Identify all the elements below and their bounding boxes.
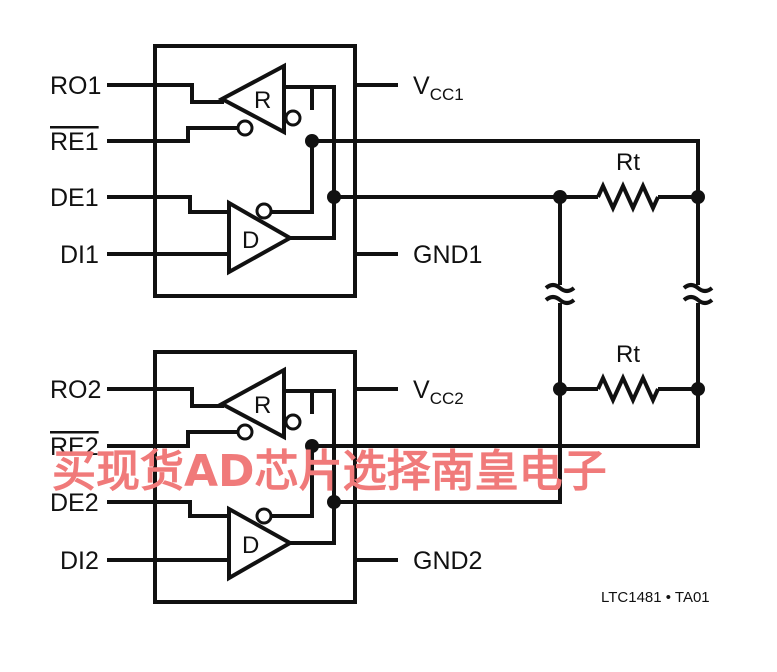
pin-label-ro1: RO1 <box>50 72 101 100</box>
driver-1-label: D <box>242 227 259 254</box>
ro1-internal-wire <box>155 83 224 104</box>
de2-bend-wire <box>155 500 228 518</box>
pin-label-gnd2: GND2 <box>413 547 482 575</box>
pin-label-di2: DI2 <box>60 547 99 575</box>
pin-label-vcc2: VCC2 <box>413 376 464 408</box>
ic-box-1 <box>153 44 357 298</box>
junction-dot <box>691 382 705 396</box>
cable-break-left-top <box>544 283 576 293</box>
receiver-1-input-bubble <box>284 109 302 127</box>
receiver-2-input-bubble <box>284 413 302 431</box>
pin-label-de2: DE2 <box>50 489 99 517</box>
resistor-rt-bottom-label: Rt <box>616 341 640 368</box>
cable-break-left-bottom <box>544 295 576 305</box>
driver1-enable-wire <box>266 141 314 214</box>
bus-line-a-bottom <box>334 303 562 504</box>
receiver-1-triangle <box>217 62 286 136</box>
receiver-2-enable-bubble <box>236 423 254 441</box>
driver2-enable-wire <box>266 446 314 518</box>
pin-label-vcc1: VCC1 <box>413 72 464 104</box>
pin-label-ro2: RO2 <box>50 376 101 404</box>
bus-line-b-bottom <box>312 303 700 448</box>
pin-label-di1: DI1 <box>60 241 99 269</box>
ro2-internal-wire <box>155 387 224 408</box>
pin-label-de1: DE1 <box>50 184 99 212</box>
driver-2-output-bubble <box>255 507 273 525</box>
driver-2-label: D <box>242 532 259 559</box>
receiver-1-enable-bubble <box>236 119 254 137</box>
resistor-rt-bottom <box>596 373 660 405</box>
driver2-out-wire <box>288 502 336 545</box>
cable-break-right-top <box>682 283 714 293</box>
junction-dot <box>691 190 705 204</box>
transceiver-1: RO1 RE1 DE1 DI1 VCC1 GND1 R D <box>50 44 482 298</box>
receiver2-a-wire <box>284 389 336 502</box>
de1-bend-wire <box>155 195 228 214</box>
resistor-rt-top <box>596 181 660 213</box>
receiver-2-triangle <box>217 366 286 441</box>
driver-1-output-bubble <box>255 202 273 220</box>
bus-line-b-top <box>312 139 700 285</box>
junction-dot <box>553 382 567 396</box>
re2-internal-wire <box>155 430 238 448</box>
transceiver-2: RO2 RE2 DE2 DI2 VCC2 GND2 R D <box>50 350 482 604</box>
receiver-1-label: R <box>254 87 271 114</box>
driver-2-triangle <box>227 505 295 582</box>
driver1-out-wire <box>288 197 336 240</box>
pin-label-re1: RE1 <box>50 128 99 156</box>
bus-wiring: Rt Rt <box>312 139 714 504</box>
re1-internal-wire <box>155 126 238 143</box>
driver-1-triangle <box>227 199 295 276</box>
receiver2-b-wire <box>284 389 314 414</box>
receiver-2-label: R <box>254 392 271 419</box>
junction-dot <box>553 190 567 204</box>
ic-box-2 <box>153 350 357 604</box>
receiver1-b-wire <box>284 85 314 110</box>
receiver1-a-wire <box>284 85 336 197</box>
figure-id: LTC1481 • TA01 <box>601 589 710 606</box>
resistor-rt-top-label: Rt <box>616 149 640 176</box>
cable-break-right-bottom <box>682 295 714 305</box>
pin-label-gnd1: GND1 <box>413 241 482 269</box>
pin-label-re2: RE2 <box>50 433 99 461</box>
watermark-text: 买现货AD芯片选择南皇电子 <box>52 446 607 497</box>
